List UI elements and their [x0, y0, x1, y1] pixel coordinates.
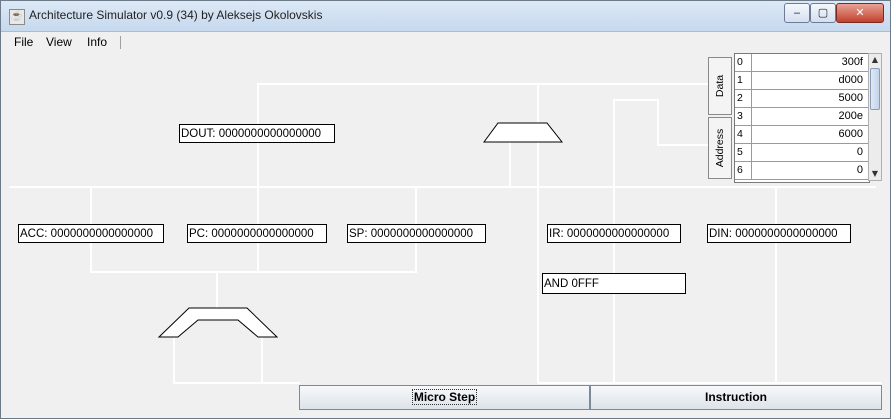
memory-index: 6	[735, 162, 752, 179]
memory-value[interactable]: 0	[856, 146, 863, 158]
memory-index: 3	[735, 108, 752, 125]
menu-view[interactable]: View	[46, 35, 72, 49]
memory-index: 4	[735, 126, 752, 143]
memory-tabs: Data Address	[708, 53, 732, 181]
bus-lower	[90, 243, 417, 273]
scroll-up-icon[interactable]: ▲	[871, 55, 879, 64]
close-button[interactable]: ✕	[836, 3, 884, 23]
alu-shape	[157, 307, 279, 338]
menu-info[interactable]: Info	[87, 35, 108, 49]
tab-data-label: Data	[714, 74, 726, 98]
din-register: DIN: 0000000000000000	[707, 224, 851, 243]
maximize-button[interactable]: ▢	[810, 3, 836, 23]
memory-row[interactable]: 2 5000	[735, 90, 869, 108]
memory-value[interactable]: 200e	[838, 110, 863, 122]
title-bar[interactable]: ☕ Architecture Simulator v0.9 (34) by Al…	[1, 1, 890, 32]
memory-scrollbar[interactable]: ▲ ▼	[868, 53, 882, 181]
pc-register: PC: 0000000000000000	[187, 224, 327, 243]
decoded-instruction: AND 0FFF	[542, 273, 686, 294]
menu-bar: File View Info	[1, 32, 890, 54]
micro-step-label: Micro Step	[411, 389, 478, 405]
dout-register: DOUT: 0000000000000000	[179, 124, 335, 143]
micro-step-button[interactable]: Micro Step	[299, 385, 590, 410]
memory-row[interactable]: 3 200e	[735, 108, 869, 126]
minimize-button[interactable]: ‒	[784, 3, 810, 23]
ir-register: IR: 0000000000000000	[547, 224, 681, 243]
memory-index: 0	[735, 54, 752, 71]
memory-value[interactable]: 5000	[838, 92, 863, 104]
tab-data[interactable]: Data	[708, 57, 732, 115]
window-title: Architecture Simulator v0.9 (34) by Alek…	[29, 8, 323, 22]
tab-address[interactable]: Address	[708, 117, 732, 179]
sp-register: SP: 0000000000000000	[347, 224, 486, 243]
memory-value[interactable]: 6000	[838, 128, 863, 140]
acc-register: ACC: 0000000000000000	[18, 224, 164, 243]
memory-value[interactable]: 0	[856, 164, 863, 176]
memory-row[interactable]: 1 d000	[735, 72, 869, 90]
scrollbar-thumb[interactable]	[870, 68, 880, 110]
memory-index: 2	[735, 90, 752, 107]
java-cup-icon: ☕	[9, 9, 25, 25]
tab-address-label: Address	[714, 128, 726, 168]
mux-shape	[483, 122, 564, 143]
memory-index: 1	[735, 72, 752, 89]
bus-top-data	[257, 83, 708, 224]
menu-file[interactable]: File	[14, 35, 34, 49]
scroll-down-icon[interactable]: ▼	[871, 169, 879, 178]
memory-row[interactable]: 0 300f	[735, 54, 869, 72]
menu-separator	[120, 36, 121, 49]
bus-alu-out-left	[173, 337, 300, 384]
instruction-button[interactable]: Instruction	[590, 385, 882, 410]
memory-index: 5	[735, 144, 752, 161]
memory-value[interactable]: d000	[838, 74, 863, 86]
memory-value[interactable]: 300f	[841, 56, 863, 68]
memory-row[interactable]: 4 6000	[735, 126, 869, 144]
bus-alu-right	[613, 99, 708, 146]
